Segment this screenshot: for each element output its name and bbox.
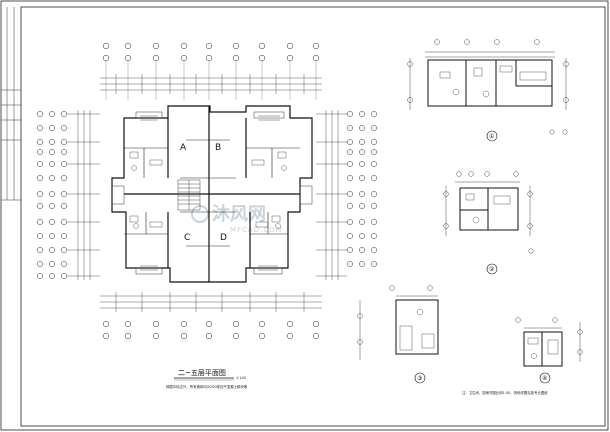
detail-1-number-badge: ①	[486, 130, 498, 142]
right-axis-bubbles	[347, 111, 377, 267]
unit-label-d: D	[220, 233, 227, 243]
detail-3-number-badge: ③	[414, 372, 426, 384]
detail-2-number-badge: ②	[486, 263, 498, 275]
detail-2-number: ②	[489, 266, 495, 273]
unit-label-a: A	[180, 143, 187, 153]
detail-3: ③	[357, 285, 439, 384]
building-walls	[111, 105, 313, 283]
detail-1: ①	[407, 39, 569, 142]
detail-4-number: ④	[542, 375, 547, 382]
watermark-text: 沐风网	[212, 203, 266, 225]
stair-core	[177, 179, 201, 211]
top-axis-leaders	[105, 61, 317, 100]
bottom-dimension-lines	[100, 292, 322, 312]
detail-2: ②	[443, 171, 534, 275]
top-axis-bubbles	[102, 42, 320, 62]
detail-4: ④	[515, 317, 583, 384]
detail-4-number-badge: ④	[539, 372, 551, 384]
detail-1-number: ①	[489, 133, 494, 140]
unit-label-b: B	[215, 143, 221, 153]
detail-note: 注：卫生间、厨房详图比例1:50，其他详图见各专业图纸	[462, 390, 548, 395]
fixtures	[129, 151, 287, 229]
watermark-subtext: MFCAD.COM	[230, 226, 283, 234]
binding-strip	[1, 7, 21, 201]
detail-3-number: ③	[417, 375, 422, 382]
right-dimension-lines	[316, 110, 347, 280]
window-marks	[140, 115, 280, 271]
sheet-inner-border	[20, 6, 606, 427]
plan-title: 二~五层平面图	[178, 369, 226, 377]
watermark: 沐风网 MFCAD.COM	[191, 203, 283, 234]
top-dimension-lines	[100, 74, 322, 94]
plan-scale: 1:100	[236, 376, 246, 380]
unit-label-c: C	[184, 233, 190, 243]
main-floor-plan: A B C D 二~五层平面图 1:100 除图中标注外，所有墙体均为200厚加…	[37, 42, 377, 389]
balconies	[111, 111, 313, 275]
bottom-axis-bubbles	[102, 320, 320, 340]
plan-note: 除图中标注外，所有墙体均为200厚加气混凝土砌块墙	[166, 384, 248, 389]
left-axis-bubbles	[37, 111, 67, 279]
internal-partitions	[124, 139, 300, 247]
left-dimension-lines	[67, 110, 100, 280]
